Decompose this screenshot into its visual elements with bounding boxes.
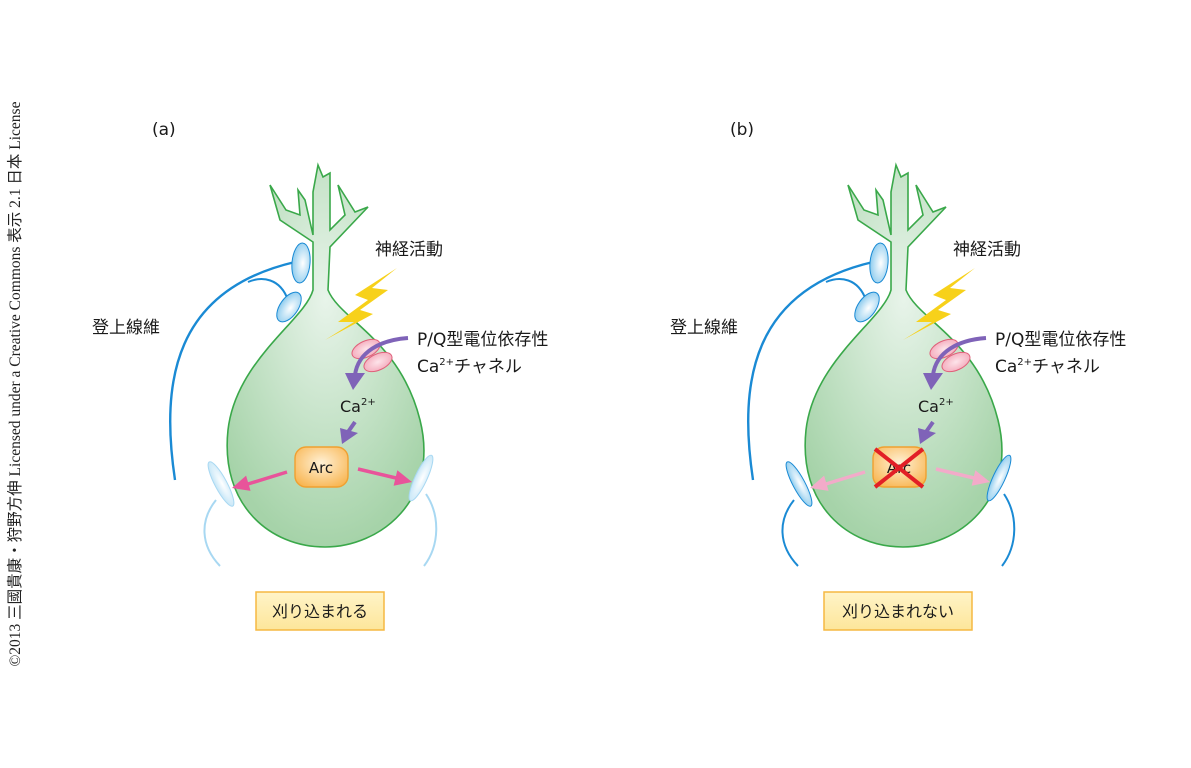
arc-arrowhead-left — [232, 475, 251, 491]
neural-activity-label: 神経活動 — [953, 240, 1021, 260]
lightning-icon — [903, 268, 975, 340]
ca-influx-arrowhead — [345, 373, 365, 390]
channel-label-line1: P/Q型電位依存性 — [417, 330, 548, 350]
result-box — [823, 591, 973, 631]
soma-synapse-left — [207, 461, 235, 507]
arc-arrow-right — [935, 467, 975, 480]
arc-arrowhead-left — [810, 475, 829, 491]
weak-fiber-right — [1001, 493, 1016, 567]
climbing-fiber-branch — [247, 278, 289, 301]
neural-activity-label: 神経活動 — [375, 240, 443, 260]
arc-arrowhead-right — [971, 470, 990, 486]
channel-label-line2: Ca2+チャネル — [417, 357, 522, 377]
climbing-fiber-branch — [825, 278, 867, 301]
ca-to-arc-arrow — [346, 420, 357, 434]
ca-to-arc-arrow — [924, 420, 935, 434]
synapse-lower — [854, 291, 880, 323]
weak-fiber-left — [781, 499, 799, 567]
climbing-fiber-axon — [169, 260, 296, 481]
ca-to-arc-arrowhead — [340, 428, 358, 444]
weak-fiber-right — [423, 493, 438, 567]
synapse-upper — [869, 242, 889, 284]
cross-mark-line2 — [873, 447, 925, 489]
ca-channel-lower — [941, 351, 971, 373]
climbing-fiber-label: 登上線維 — [670, 318, 738, 338]
result-label: 刈り込まれる — [272, 602, 368, 621]
arc-box — [294, 446, 349, 488]
soma-synapse-left — [785, 461, 813, 507]
weak-fiber-left — [203, 499, 221, 567]
panel-letter: (b) — [730, 120, 754, 140]
synapse-lower — [276, 291, 302, 323]
ca-channel-lower — [363, 351, 393, 373]
ca-influx-arrow — [931, 336, 987, 376]
arc-arrow-left — [825, 470, 866, 486]
arc-arrow-left — [247, 470, 288, 486]
lightning-icon — [325, 268, 397, 340]
ion-label: Ca2+ — [340, 397, 376, 416]
channel-label-line2: Ca2+チャネル — [995, 357, 1100, 377]
climbing-fiber-axon — [747, 260, 874, 481]
arc-label: Arc — [309, 459, 333, 477]
soma-synapse-right — [408, 454, 434, 502]
panel-letter: (a) — [152, 120, 176, 140]
channel-label-line1: P/Q型電位依存性 — [995, 330, 1126, 350]
soma-synapse-right — [986, 454, 1012, 502]
purkinje-cell — [226, 162, 425, 548]
purkinje-cell — [804, 162, 1003, 548]
climbing-fiber-label: 登上線維 — [92, 318, 160, 338]
ion-label: Ca2+ — [918, 397, 954, 416]
arc-arrowhead-right — [393, 470, 412, 486]
synapse-upper — [291, 242, 311, 284]
panel-b: (b)Ca2+Arc神経活動登上線維P/Q型電位依存性Ca2+チャネル刈り込まれ… — [670, 120, 1126, 631]
result-box — [255, 591, 385, 631]
ca-to-arc-arrowhead — [918, 428, 936, 444]
ca-influx-arrowhead — [923, 373, 943, 390]
arc-arrow-right — [357, 467, 397, 480]
ca-influx-arrow — [353, 336, 409, 376]
result-label: 刈り込まれない — [842, 602, 954, 621]
